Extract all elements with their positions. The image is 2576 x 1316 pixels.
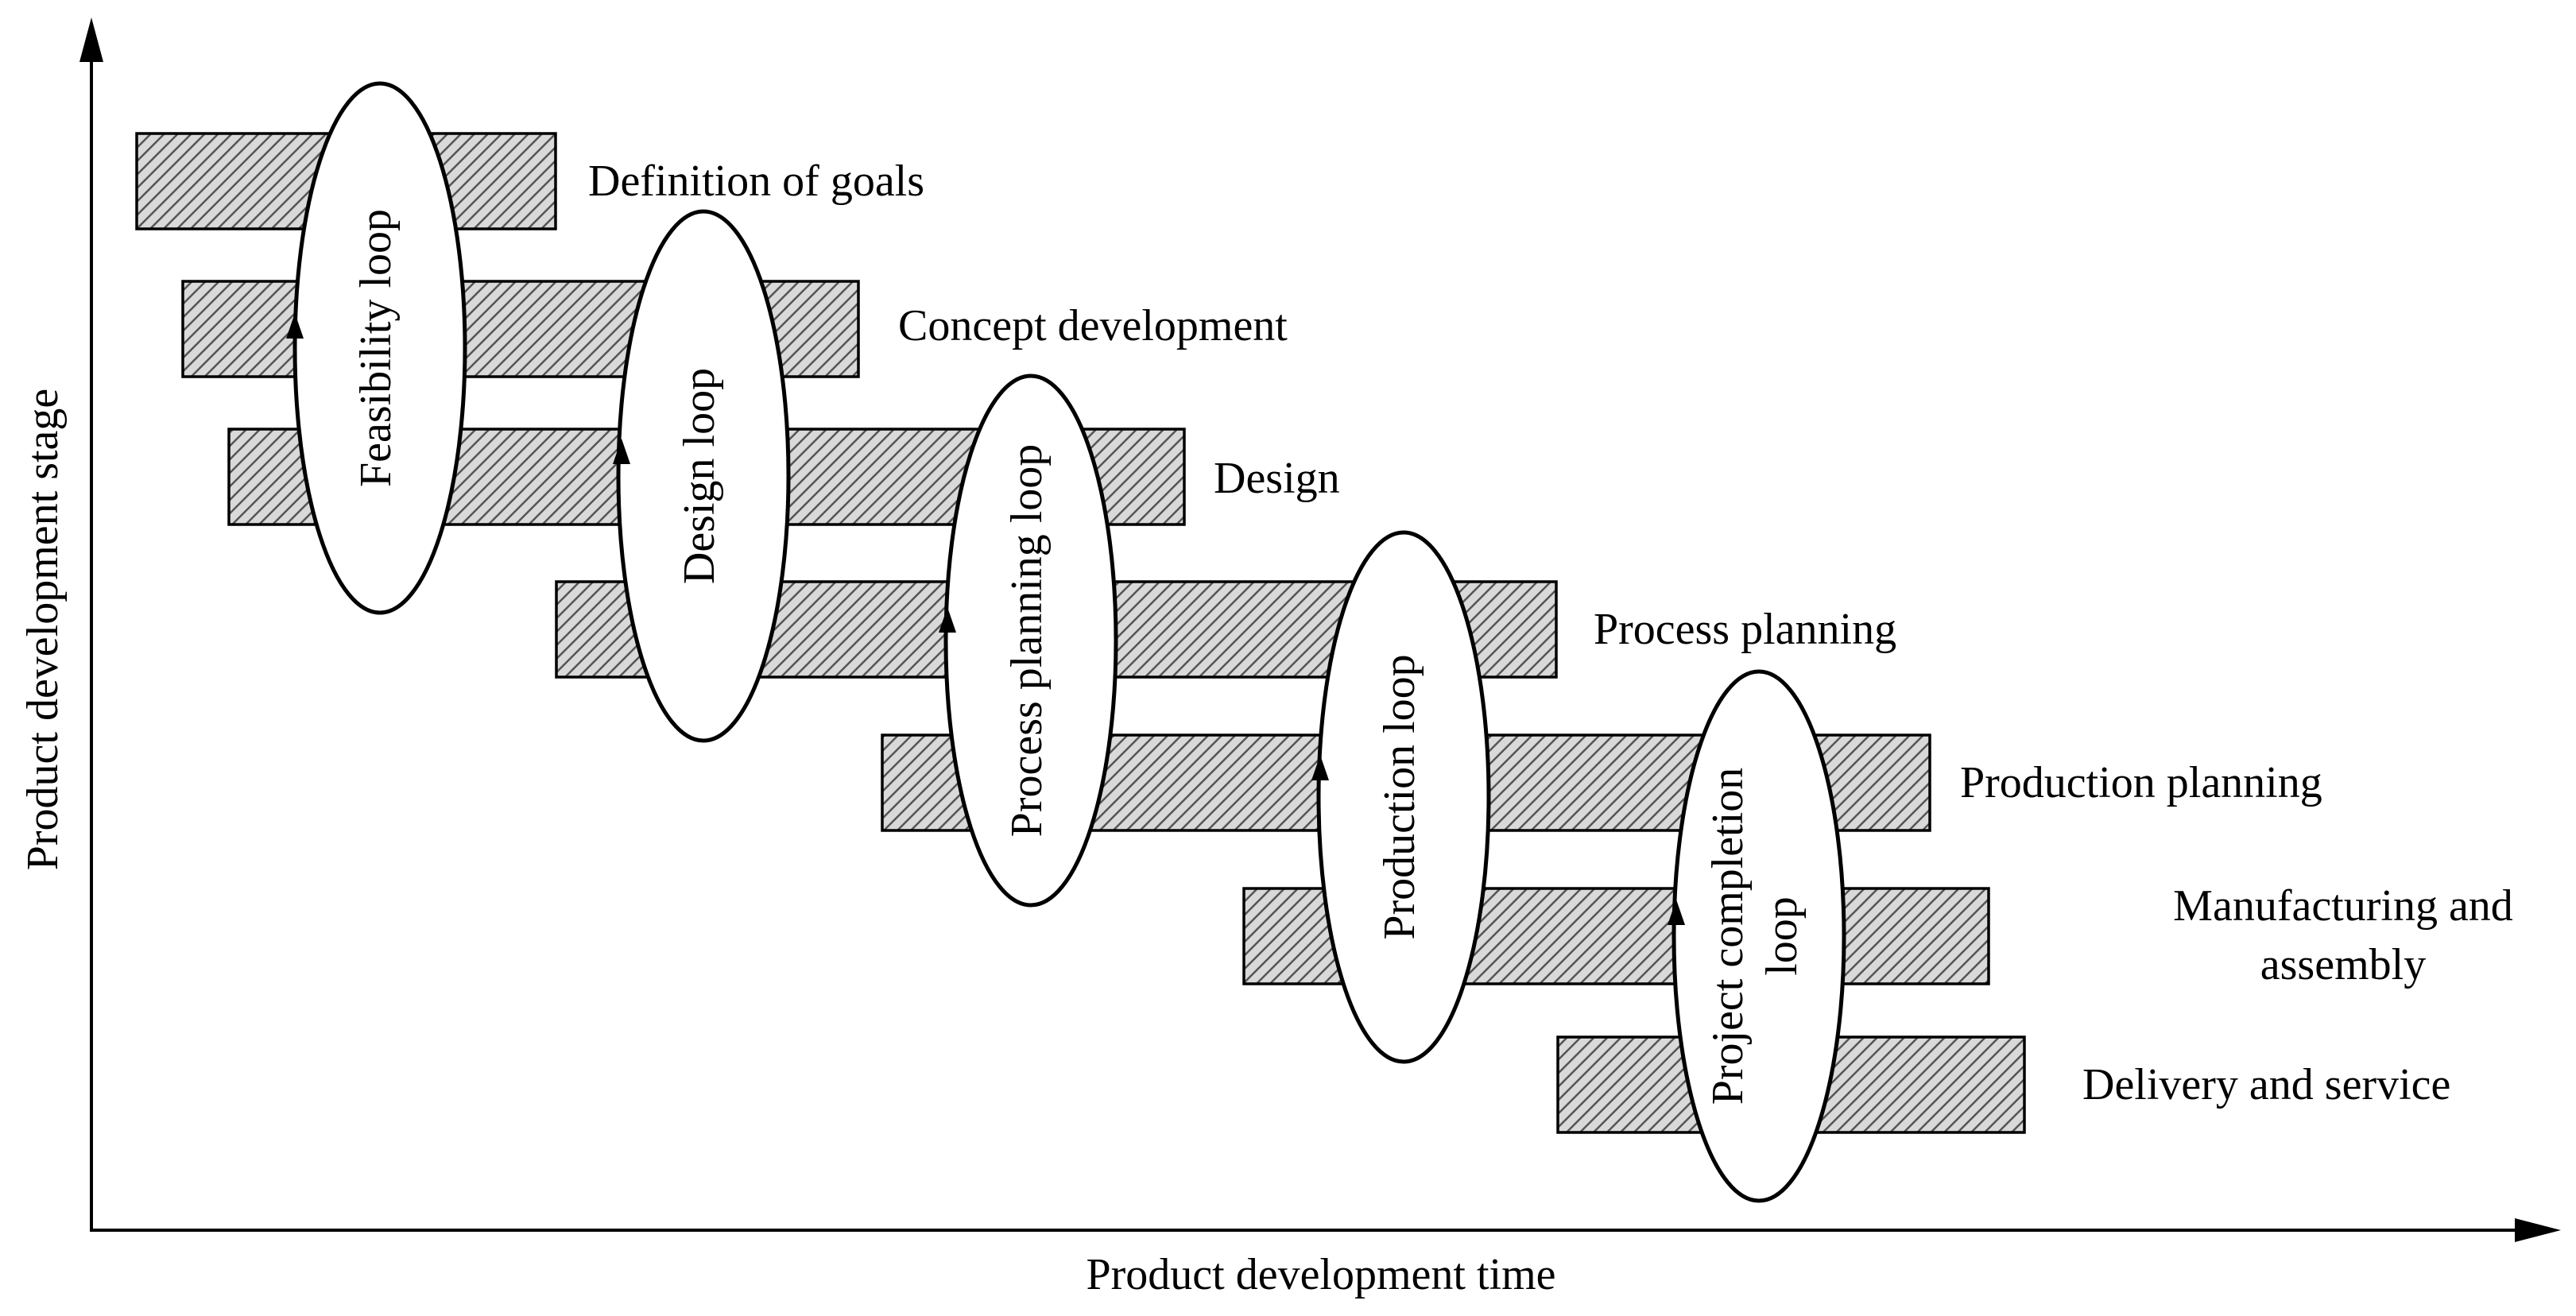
stage-label-manufacturing-and-assembly: Manufacturing and bbox=[2173, 881, 2513, 931]
stage-label-process-planning: Process planning bbox=[1594, 605, 1896, 654]
x-axis-arrowhead bbox=[2515, 1218, 2561, 1242]
production-loop: Production loop bbox=[1311, 530, 1491, 1064]
stage-label-manufacturing-and-assembly: assembly bbox=[2260, 940, 2426, 989]
y-axis-label: Product development stage bbox=[18, 389, 68, 871]
project-completion-loop-ellipse bbox=[1671, 669, 1846, 1203]
stage-definition-of-goals: Definition of goals bbox=[135, 132, 924, 230]
project-completion-loop-label: loop bbox=[1757, 896, 1807, 976]
design-loop: Design loop bbox=[613, 209, 791, 743]
stage-label-delivery-and-service: Delivery and service bbox=[2082, 1060, 2450, 1109]
design-loop-ellipse bbox=[616, 209, 791, 743]
stage-label-concept-development: Concept development bbox=[898, 301, 1288, 350]
y-axis-arrowhead bbox=[79, 17, 103, 62]
production-loop-arrow-icon bbox=[1311, 755, 1329, 780]
design-loop-label: Design loop bbox=[675, 368, 724, 584]
stage-label-definition-of-goals: Definition of goals bbox=[588, 157, 924, 206]
axes: Product development time Product develop… bbox=[18, 17, 2561, 1299]
x-axis-label: Product development time bbox=[1087, 1250, 1556, 1299]
feasibility-loop-ellipse bbox=[292, 81, 467, 615]
project-completion-loop-label: Project completion bbox=[1703, 768, 1753, 1105]
feasibility-loop: Feasibility loop bbox=[286, 81, 467, 615]
process-planning-loop-label: Process planning loop bbox=[1002, 444, 1052, 838]
production-loop-ellipse bbox=[1316, 530, 1491, 1064]
feasibility-loop-label: Feasibility loop bbox=[351, 209, 401, 487]
stage-label-production-planning: Production planning bbox=[1960, 758, 2322, 807]
production-loop-label: Production loop bbox=[1375, 654, 1424, 939]
process-planning-loop-ellipse bbox=[943, 374, 1118, 908]
stage-label-design: Design bbox=[1214, 454, 1340, 503]
project-completion-loop-arrow-icon bbox=[1668, 900, 1685, 925]
process-planning-loop: Process planning loop bbox=[939, 374, 1118, 908]
design-loop-arrow-icon bbox=[613, 439, 630, 464]
process-planning-loop-arrow-icon bbox=[939, 607, 956, 633]
feasibility-loop-arrow-icon bbox=[286, 313, 304, 339]
